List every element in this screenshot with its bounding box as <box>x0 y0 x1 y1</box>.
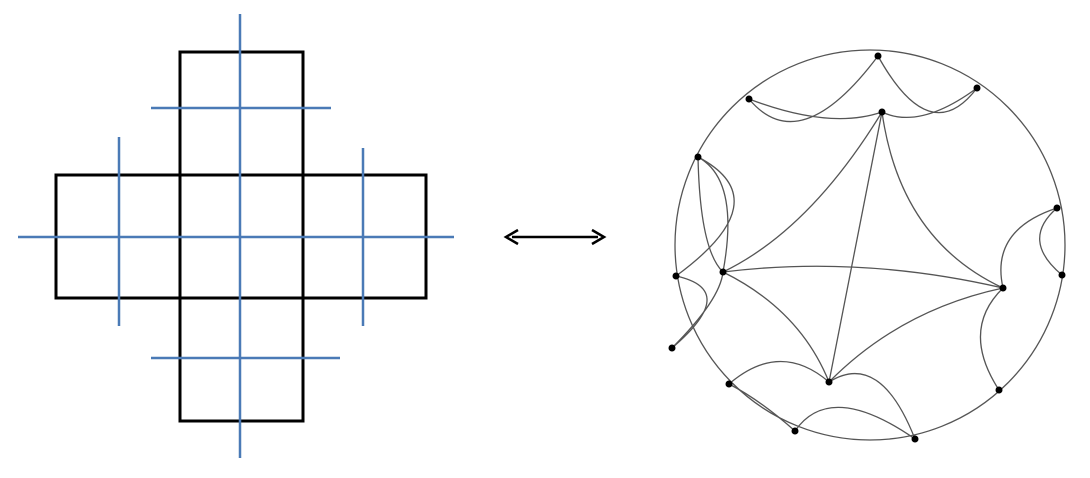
arrow-head-right <box>591 228 607 246</box>
arc <box>697 156 729 273</box>
boundary-circle <box>674 49 1066 441</box>
vertex <box>973 84 981 92</box>
arc <box>697 156 724 273</box>
arc <box>728 383 796 432</box>
arc <box>722 111 883 273</box>
grid-square-bottom <box>178 296 305 423</box>
vertex <box>791 427 799 435</box>
arc <box>722 271 830 383</box>
arc <box>881 87 978 119</box>
arc <box>722 265 1004 289</box>
dual-lines <box>18 14 454 458</box>
arc <box>748 98 883 120</box>
vertex <box>1053 204 1061 212</box>
vertex-interior <box>878 108 886 116</box>
arc <box>1039 207 1063 276</box>
arc <box>671 275 708 349</box>
vertex <box>694 153 702 161</box>
arc <box>675 156 735 277</box>
disk-triangulation <box>671 49 1066 441</box>
vertex <box>874 52 882 60</box>
arc <box>748 55 879 123</box>
vertex <box>668 344 676 352</box>
arc <box>877 55 978 114</box>
arc <box>828 111 883 383</box>
vertex-interior <box>999 284 1007 292</box>
arc <box>671 271 724 349</box>
double-arrow <box>503 228 607 246</box>
vertices <box>668 52 1066 443</box>
arrow-head-left <box>503 228 519 246</box>
arc <box>979 287 1004 391</box>
arc <box>828 287 1004 383</box>
arc <box>794 406 916 440</box>
vertex-interior <box>719 268 727 276</box>
vertex <box>672 272 680 280</box>
arc <box>1000 207 1058 289</box>
grid-square-top <box>178 50 305 177</box>
arc <box>728 360 830 385</box>
arc <box>881 111 1004 289</box>
vertex <box>911 435 919 443</box>
vertex <box>725 380 733 388</box>
vertex <box>745 95 753 103</box>
arc <box>828 372 916 440</box>
vertex-interior <box>825 378 833 386</box>
vertex <box>995 386 1003 394</box>
vertex <box>1058 271 1066 279</box>
